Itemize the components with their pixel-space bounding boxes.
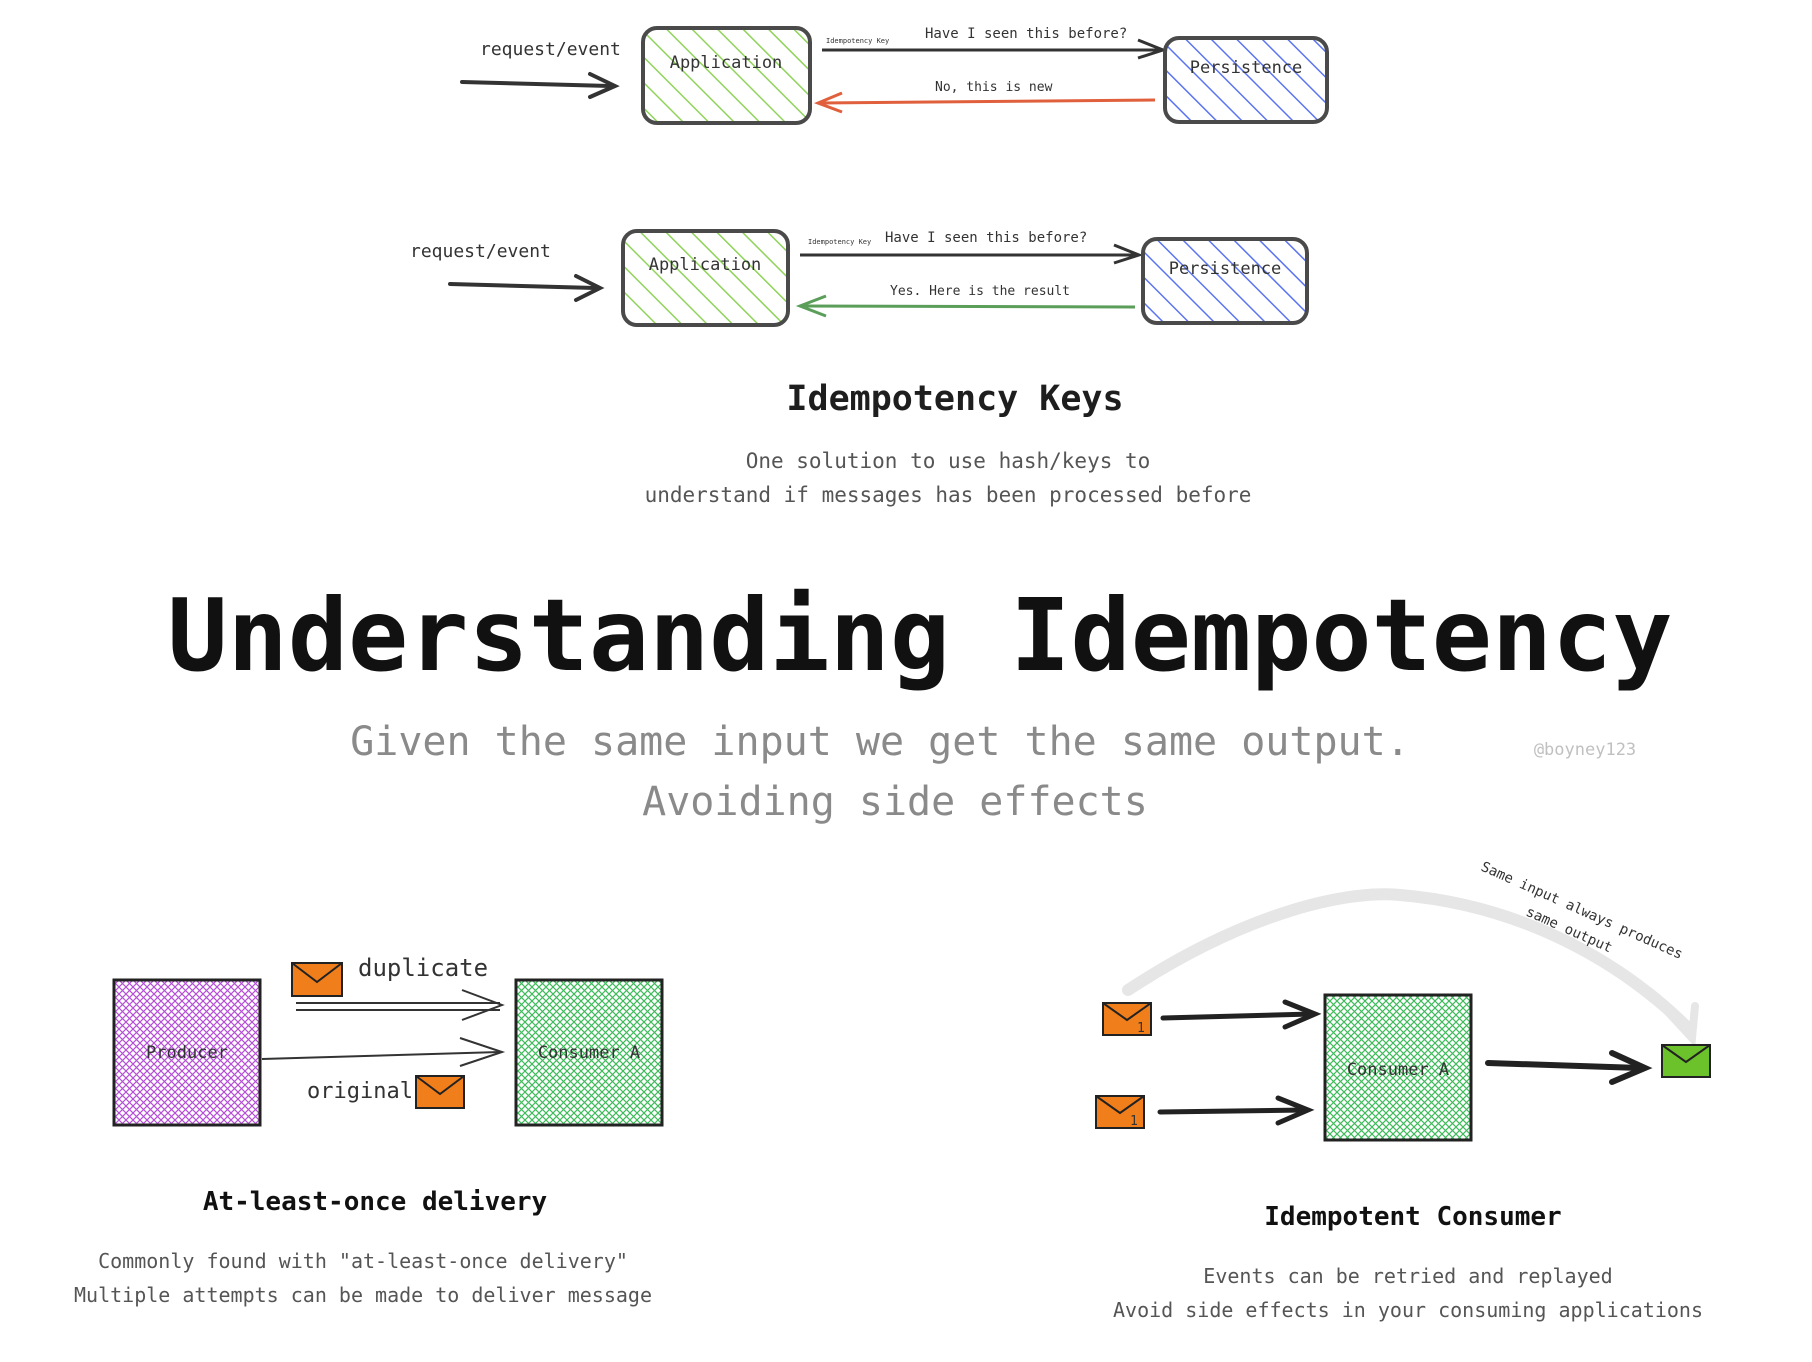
question-arrowhead-top xyxy=(1137,38,1168,60)
input-arrow-top xyxy=(460,80,612,88)
keys-diagram-bottom: request/event Application Idempotency Ke… xyxy=(410,229,1309,327)
delivery-desc-line1: Commonly found with "at-least-once deliv… xyxy=(98,1249,628,1273)
consumer-label: Consumer A xyxy=(538,1043,640,1063)
same-output-arc xyxy=(1122,888,1696,1036)
page-title: Understanding Idempotency xyxy=(167,577,1672,694)
keys-diagram-top: request/event Application Idempotency Ke… xyxy=(460,26,1329,125)
output-arrow xyxy=(1485,1060,1643,1071)
answer-arrowhead-top xyxy=(813,91,843,114)
output-envelope-icon xyxy=(1661,1044,1711,1078)
input-label-bottom: request/event xyxy=(410,241,551,262)
application-box-top xyxy=(641,26,812,125)
persistence-label-bottom: Persistence xyxy=(1169,259,1282,279)
answer-arrow-top xyxy=(819,98,1156,105)
delivery-heading: At-least-once delivery xyxy=(203,1187,547,1217)
duplicate-label: duplicate xyxy=(358,954,488,982)
key-label-bottom: Idempotency Key xyxy=(808,238,871,246)
original-arrow xyxy=(261,1051,501,1060)
consumer-desc-line2: Avoid side effects in your consuming app… xyxy=(1113,1298,1703,1322)
input-arrowhead-1 xyxy=(1282,999,1322,1030)
producer-box-fill xyxy=(114,980,260,1125)
input-arrow-1 xyxy=(1160,1011,1315,1021)
answer-arrowhead-bottom xyxy=(795,294,827,318)
application-label-bottom: Application xyxy=(649,255,762,275)
same-output-arc-head xyxy=(1664,1002,1699,1048)
keys-desc-line1: One solution to use hash/keys to xyxy=(746,449,1151,473)
answer-arrow-bottom xyxy=(801,304,1136,309)
persistence-box-bottom xyxy=(1141,237,1309,325)
question-label-bottom: Have I seen this before? xyxy=(885,230,1087,246)
persistence-box-bottom-fill xyxy=(1143,239,1307,323)
input-arrowhead-bottom xyxy=(574,274,605,302)
consumer-heading: Idempotent Consumer xyxy=(1264,1202,1561,1232)
application-box-bottom xyxy=(621,229,790,327)
subtitle-line1: Given the same input we get the same out… xyxy=(350,719,1410,765)
application-label-top: Application xyxy=(670,53,783,73)
input-envelope-icon-2 xyxy=(1095,1095,1145,1129)
answer-label-top: No, this is new xyxy=(935,80,1053,95)
consumer-desc-line1: Events can be retried and replayed xyxy=(1203,1264,1612,1288)
author-handle: @boyney123 xyxy=(1534,740,1636,760)
original-arrowhead xyxy=(459,1037,506,1067)
delivery-desc-line2: Multiple attempts can be made to deliver… xyxy=(74,1283,652,1307)
input-arrow-2 xyxy=(1157,1107,1308,1115)
delivery-diagram: Producer Consumer A duplicate original xyxy=(112,954,664,1127)
keys-desc-line2: understand if messages has been processe… xyxy=(645,483,1252,507)
subtitle-line2: Avoiding side effects xyxy=(642,779,1148,825)
idempotent-consumer-label: Consumer A xyxy=(1347,1060,1449,1080)
persistence-box-top xyxy=(1163,36,1329,124)
question-label-top: Have I seen this before? xyxy=(925,26,1127,42)
envelope-number-2: 1 xyxy=(1130,1114,1138,1129)
consumer-diagram: Same input always produces same output 1… xyxy=(1095,859,1711,1142)
input-arrowhead-2 xyxy=(1275,1095,1315,1126)
idempotent-consumer-box xyxy=(1323,993,1473,1142)
input-label-top: request/event xyxy=(480,39,621,60)
producer-box xyxy=(112,978,262,1127)
original-envelope-icon xyxy=(415,1075,465,1109)
duplicate-envelope-icon xyxy=(291,962,343,997)
application-box-top-fill xyxy=(643,28,810,123)
consumer-box-fill xyxy=(516,980,662,1125)
output-arrowhead xyxy=(1609,1050,1653,1085)
input-arrowhead-top xyxy=(588,72,620,99)
question-arrowhead-bottom xyxy=(1113,243,1144,265)
duplicate-arrow xyxy=(296,1002,500,1011)
consumer-box xyxy=(514,978,664,1127)
original-label: original xyxy=(307,1079,413,1104)
input-arrow-bottom xyxy=(448,282,597,290)
producer-label: Producer xyxy=(146,1043,228,1063)
persistence-box-top-fill xyxy=(1165,38,1327,122)
key-label-top: Idempotency Key xyxy=(826,37,889,45)
idempotent-consumer-box-fill xyxy=(1325,995,1471,1140)
input-envelope-icon-1 xyxy=(1102,1002,1152,1036)
answer-label-bottom: Yes. Here is the result xyxy=(890,284,1070,299)
keys-heading: Idempotency Keys xyxy=(786,379,1123,419)
envelope-number-1: 1 xyxy=(1137,1021,1145,1036)
persistence-label-top: Persistence xyxy=(1190,58,1303,78)
application-box-bottom-fill xyxy=(623,231,788,325)
duplicate-arrowhead xyxy=(461,989,505,1021)
